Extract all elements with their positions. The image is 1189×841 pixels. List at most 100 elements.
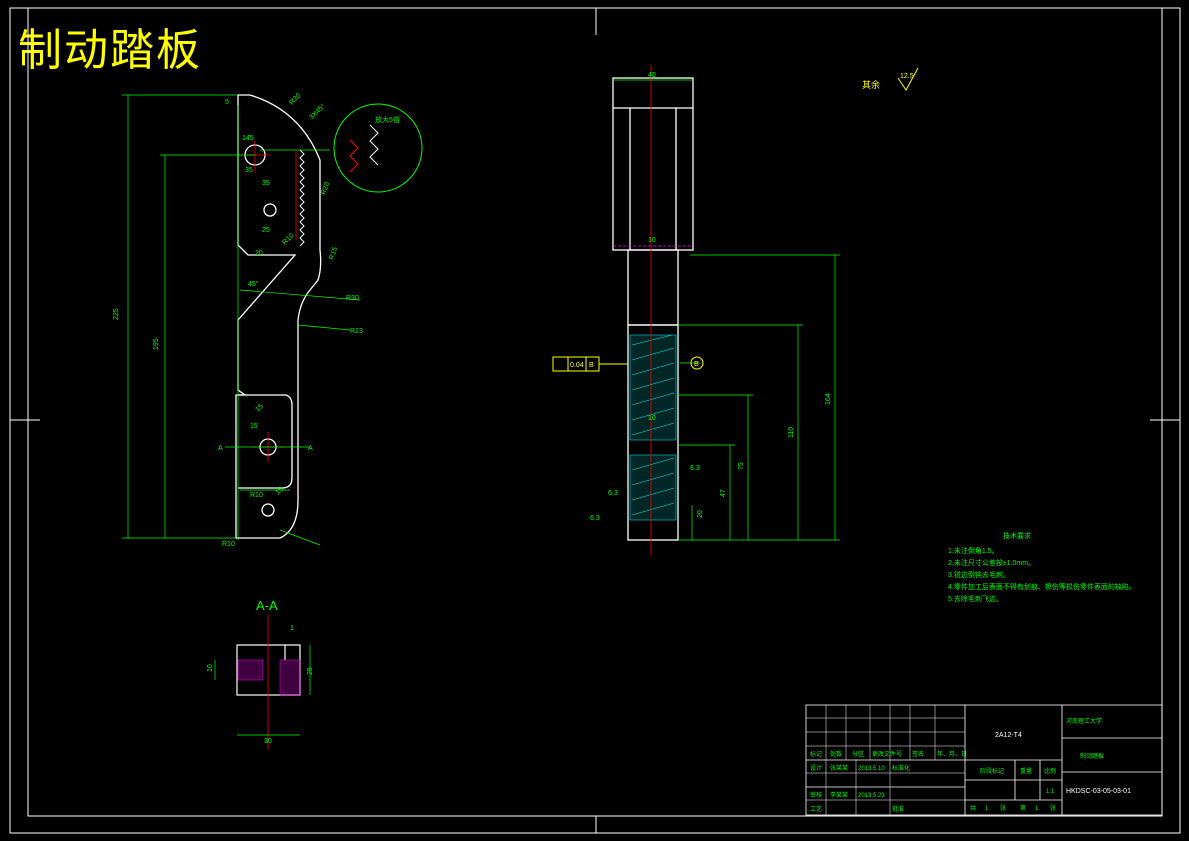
- pocket: [238, 394, 293, 489]
- dim-r23: R23: [350, 328, 363, 335]
- dim-164: 164: [825, 393, 832, 405]
- section-mark-left: A: [218, 445, 223, 452]
- side-view: [612, 77, 694, 541]
- datum-flag: B: [694, 361, 699, 368]
- drawing-number: HKDSC-03-05-03-01: [1066, 788, 1131, 795]
- date-1: 2013.5.10: [858, 766, 885, 772]
- dim-r15: R15: [328, 246, 339, 261]
- dim-20: 20: [255, 250, 263, 257]
- sheet-2: 1: [985, 806, 989, 812]
- roughness-prefix: 其余: [862, 79, 880, 91]
- title-block: [805, 704, 1163, 816]
- tolerance-frame: 0.04 B B: [552, 356, 704, 372]
- section-mark-right: A: [308, 445, 313, 452]
- dim-145: 145: [242, 135, 254, 142]
- std-label: 标准化: [892, 764, 910, 772]
- front-view: [235, 94, 322, 539]
- dim-110: 110: [788, 427, 795, 438]
- dim-10b: 10: [648, 415, 656, 422]
- sec-dim-30: 30: [264, 738, 272, 745]
- section-dim-labels: 1 10 25 30: [207, 625, 314, 745]
- section-label: A-A: [256, 598, 278, 613]
- dim-225: 225: [113, 308, 120, 320]
- dim-47: 47: [720, 489, 727, 497]
- signer-2: 李某某: [830, 791, 848, 799]
- dim-75: 75: [738, 462, 745, 470]
- material: 2A12-T4: [995, 732, 1022, 739]
- dim-r20: R20: [320, 181, 331, 196]
- dim-195: 195: [153, 338, 160, 350]
- hdr-4: 更改文件号: [872, 750, 902, 758]
- tol-datum: B: [589, 362, 594, 369]
- tech-heading: 技术要求: [1003, 531, 1031, 540]
- dim-40: 40: [648, 72, 656, 79]
- pedal-outline: [235, 94, 322, 539]
- sheet-4: 第: [1020, 804, 1026, 812]
- detail-view: 放大5倍: [333, 103, 423, 193]
- outer-border: [9, 7, 1181, 834]
- tech-item-4: 4.零件加工后表面不得有划痕、擦伤等损伤零件表面的缺陷。: [948, 582, 1136, 591]
- hdr-2: 处数: [830, 750, 842, 758]
- side-dim-labels: 40 10 164 110 75 47 20 6.3 6.3 6.3 10: [590, 72, 832, 522]
- sec-dim-1: 1: [290, 625, 294, 632]
- stage-label: 阶段标记: [980, 767, 1004, 775]
- side-dimensions: [613, 79, 840, 541]
- dim-r5: R10: [222, 541, 235, 548]
- rough-63a: 6.3: [690, 465, 700, 472]
- section-hatch: [237, 659, 301, 696]
- tech-item-1: 1.未注倒角1.5。: [948, 546, 999, 555]
- dim-r10-a: R10: [281, 232, 295, 246]
- section-marks: A A: [218, 445, 313, 452]
- hdr-1: 标记: [810, 750, 822, 758]
- sheet-5: 1: [1035, 806, 1039, 812]
- hdr-3: 分区: [852, 750, 864, 758]
- sheet-3: 张: [1000, 804, 1006, 812]
- roughness-value: 12.5: [900, 73, 914, 80]
- school-name: 河南理工大学: [1066, 717, 1102, 725]
- hdr-6: 年、月、日: [937, 750, 967, 758]
- scale-label: 比例: [1044, 767, 1056, 775]
- side-hatch: [629, 334, 677, 521]
- section-dimensions: [214, 645, 311, 736]
- sheet-6: 张: [1050, 804, 1056, 812]
- dim-35b: 35: [262, 180, 270, 187]
- dim-35a: 35: [245, 167, 253, 174]
- dim-45deg: 45°: [248, 280, 259, 288]
- roughness-note: 其余 12.5: [862, 67, 919, 91]
- tech-item-3: 3.锐边倒钝去毛刺。: [948, 570, 1010, 579]
- role-design: 设计: [810, 764, 822, 772]
- sec-dim-25: 25: [307, 667, 314, 675]
- sheet-1: 共: [970, 804, 976, 812]
- hole-mid: [263, 203, 277, 217]
- rough-63c: 6.3: [590, 515, 600, 522]
- page-title: 制动踏板: [18, 25, 202, 76]
- dim-r30-top: R30: [288, 92, 302, 106]
- weight-label: 重量: [1020, 767, 1032, 775]
- dim-10: 10: [648, 237, 656, 244]
- tech-requirements: 技术要求 1.未注倒角1.5。 2.未注尺寸公差按±1.0mm。 3.锐边倒钝去…: [948, 531, 1136, 603]
- detail-label: 放大5倍: [375, 115, 400, 124]
- front-dimensions: [122, 94, 361, 546]
- part-name-cell: 制动踏板: [1080, 752, 1104, 760]
- dim-20: 20: [697, 510, 704, 518]
- date-2: 2013.5.23: [858, 793, 885, 799]
- hole-bottom: [261, 503, 275, 517]
- dim-15a: 15: [250, 423, 258, 430]
- dim-25: 25: [262, 227, 270, 234]
- signer-1: 张某某: [830, 764, 848, 772]
- dim-5: 5: [225, 99, 229, 106]
- title-block-text: 2A12-T4 HKDSC-03-05-03-01 河南理工大学 制动踏板 标记…: [810, 717, 1131, 813]
- dim-r30: R30: [346, 295, 359, 302]
- role-review: 审核: [810, 791, 822, 799]
- sec-dim-10: 10: [207, 664, 214, 672]
- tol-value: 0.04: [570, 362, 584, 369]
- approve-label: 批准: [892, 805, 904, 813]
- inner-border: [27, 7, 1163, 817]
- dim-chamfer: 3X45°: [308, 102, 327, 121]
- hdr-5: 签名: [912, 750, 924, 758]
- scale-value: 1:1: [1046, 789, 1055, 795]
- dim-r10-b: 15: [254, 403, 265, 414]
- role-process: 工艺: [810, 805, 822, 813]
- tech-item-2: 2.未注尺寸公差按±1.0mm。: [948, 558, 1035, 567]
